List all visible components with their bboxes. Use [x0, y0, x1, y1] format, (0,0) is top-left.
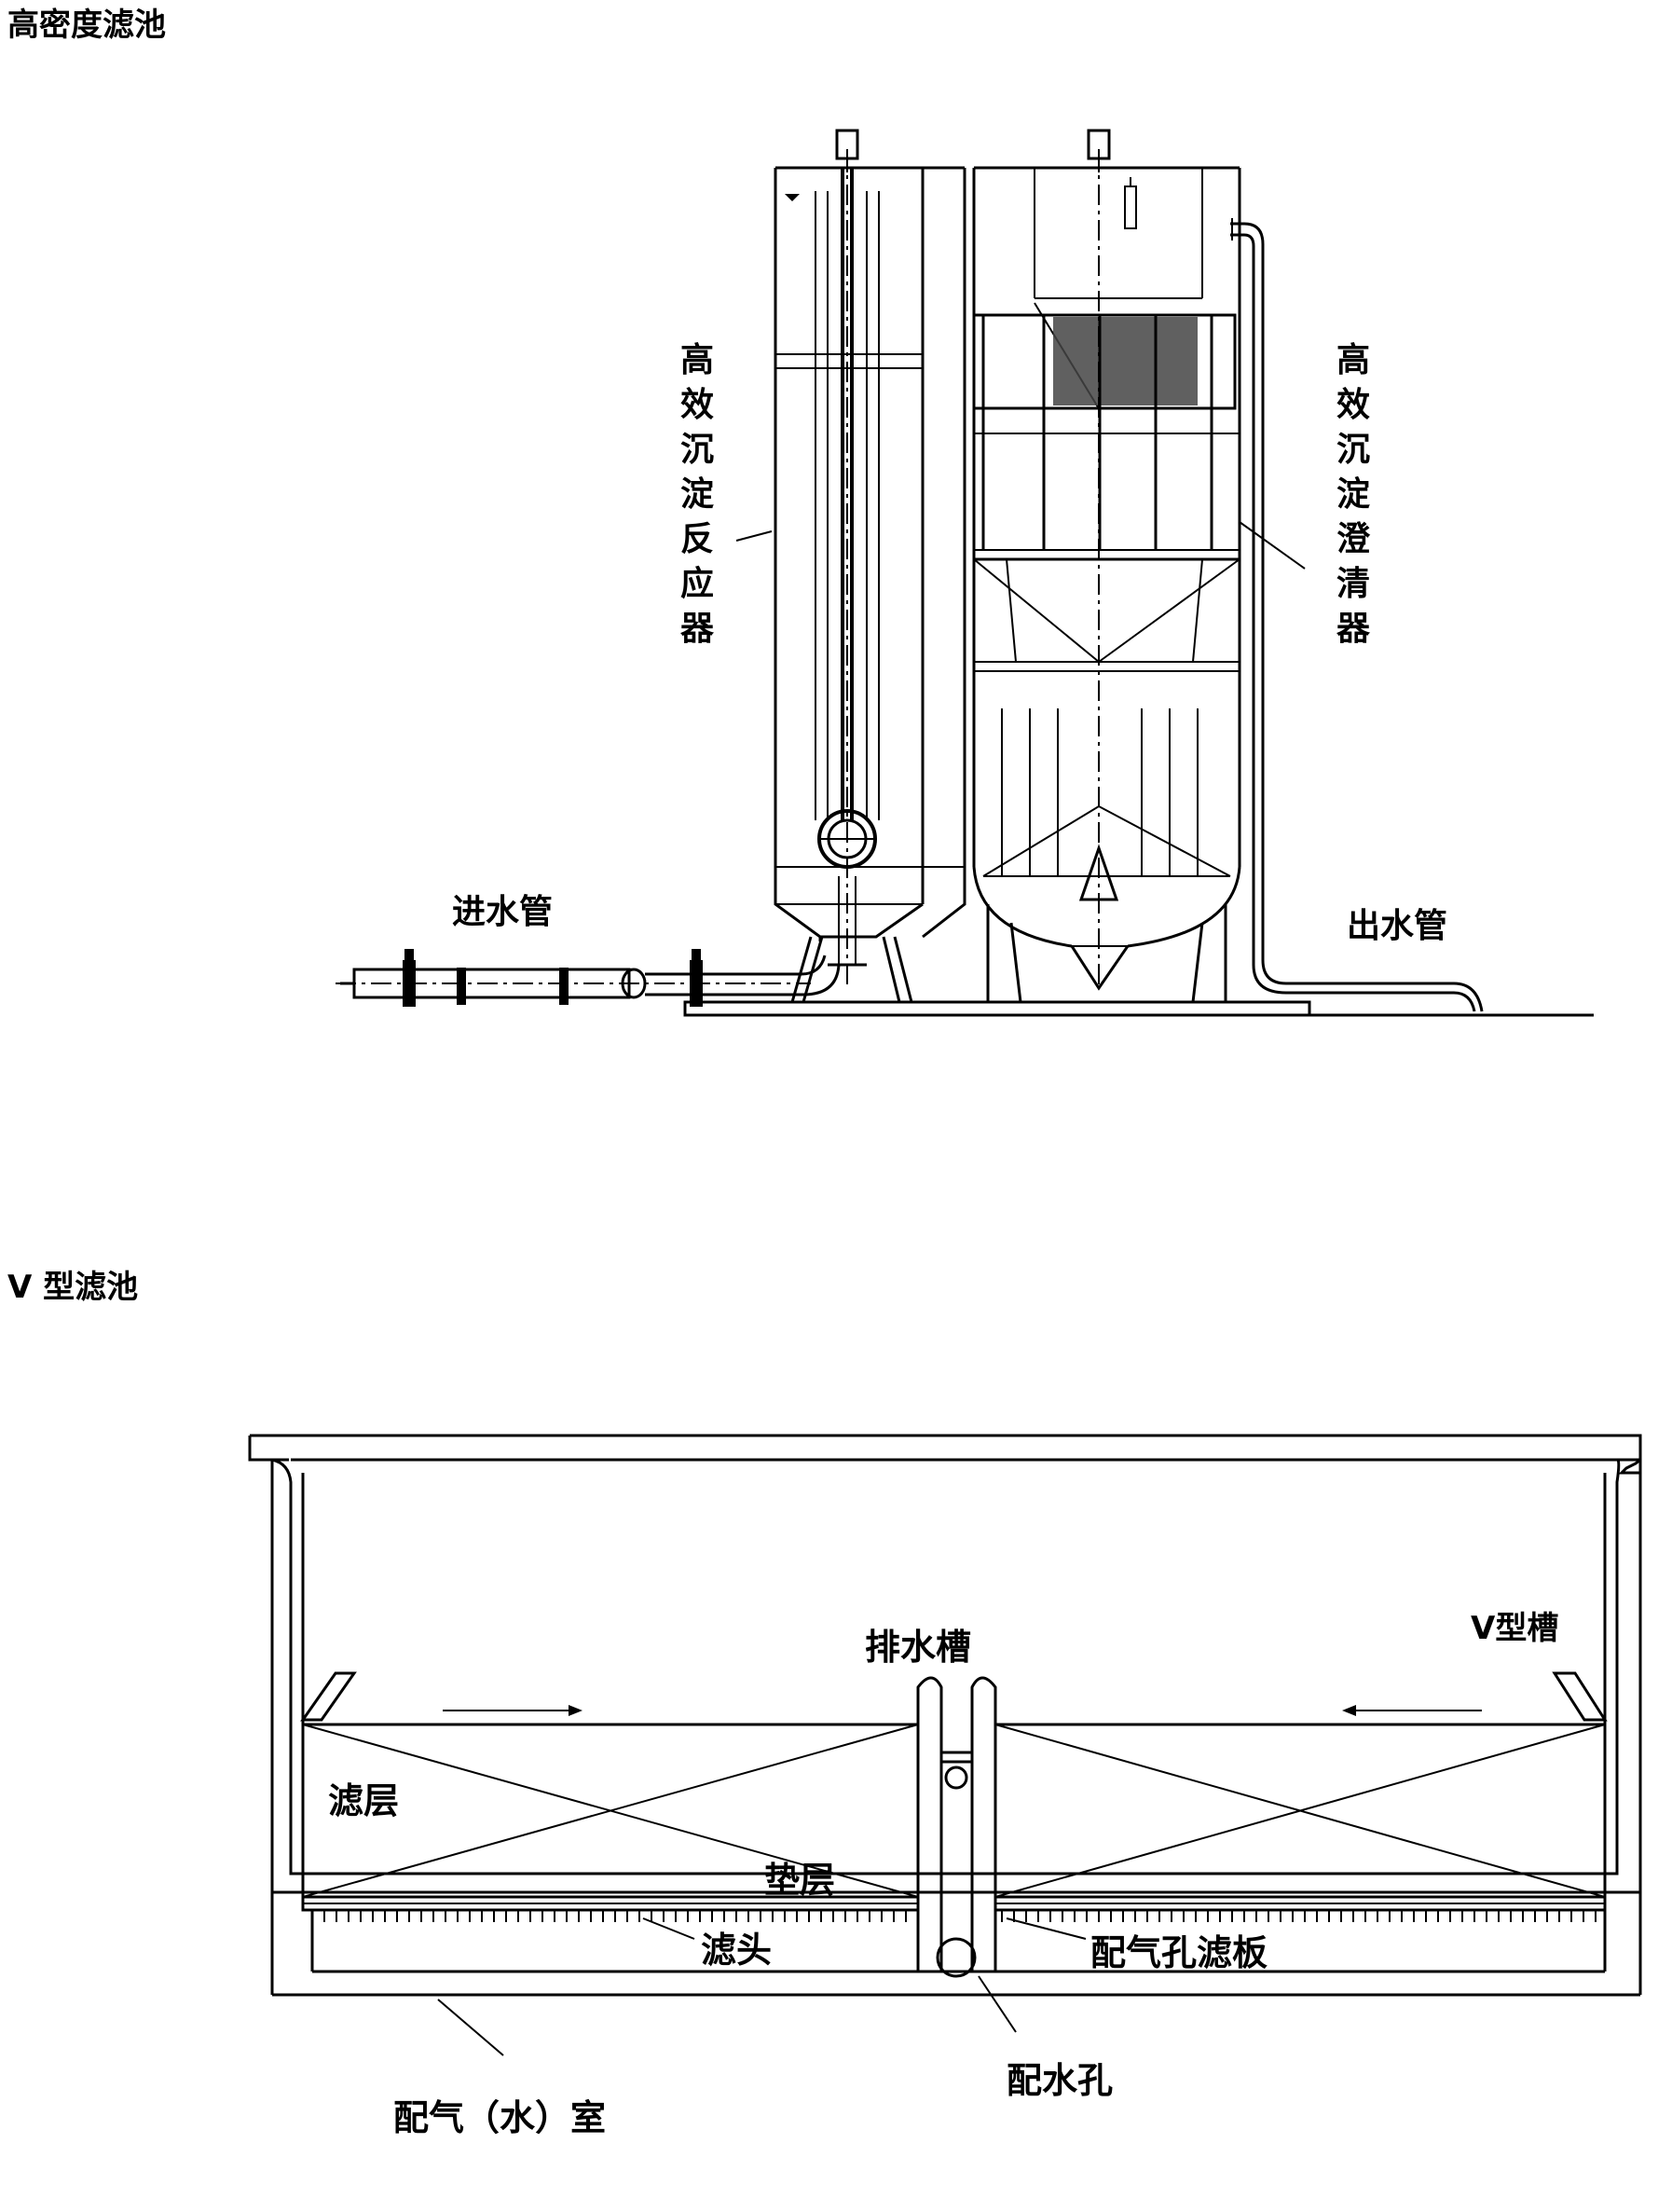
- water-level-icon: [785, 194, 800, 201]
- clarifier-label-char: 清: [1336, 565, 1370, 603]
- chamber-label: 配气（水）室: [393, 2097, 606, 2138]
- drain-trough-label: 排水槽: [865, 1627, 971, 1668]
- inlet-pipe: [336, 949, 841, 1007]
- inlet-valve-1-icon: [403, 960, 416, 1007]
- v-filter: [248, 1434, 1642, 2056]
- inlet-label: 进水管: [452, 893, 553, 931]
- outlet-pipe: [1230, 218, 1484, 1012]
- reactor-label: 高 效 沉 淀 反 应 器: [680, 341, 715, 648]
- reactor-label-char: 淀: [680, 475, 714, 514]
- water-hole-icon: [936, 1937, 977, 1978]
- reactor-label-char: 应: [680, 565, 714, 603]
- inlet-flange-icon: [457, 968, 466, 1005]
- clarifier-label-char: 器: [1336, 610, 1371, 648]
- water-hole-label: 配水孔: [1007, 2060, 1113, 2101]
- clarifier-label-char: 高: [1336, 341, 1370, 379]
- reactor-tank: [774, 129, 966, 1003]
- outlet-label: 出水管: [1347, 907, 1447, 945]
- reactor-label-char: 高: [680, 341, 714, 379]
- inlet-valve-2-icon: [690, 960, 703, 1007]
- v-trough-label: V型槽: [1471, 1610, 1558, 1647]
- section1-title: 高密度滤池: [7, 7, 166, 44]
- clarifier-label-char: 澄: [1336, 520, 1371, 558]
- filter-head-ticks: [311, 1910, 1597, 1922]
- clarifier-tank: [972, 129, 1241, 1003]
- cushion-layer-label: 垫层: [764, 1860, 835, 1901]
- clarifier-label-char: 淀: [1336, 475, 1370, 514]
- clarifier-label: 高 效 沉 淀 澄 清 器: [1336, 341, 1371, 648]
- section2-title: V 型滤池: [7, 1269, 138, 1306]
- clarifier-label-char: 效: [1336, 386, 1370, 424]
- air-hole-plate-label: 配气孔滤板: [1090, 1932, 1268, 1973]
- reactor-label-char: 沉: [680, 431, 714, 469]
- reactor-label-char: 效: [680, 386, 714, 424]
- reactor-label-char: 反: [680, 520, 714, 558]
- base-platform: [683, 1000, 1311, 1017]
- clarifier-label-char: 沉: [1336, 431, 1370, 469]
- reactor-label-char: 器: [680, 610, 715, 648]
- filter-layer-label: 滤层: [328, 1780, 399, 1821]
- filter-head-label: 滤头: [701, 1930, 772, 1971]
